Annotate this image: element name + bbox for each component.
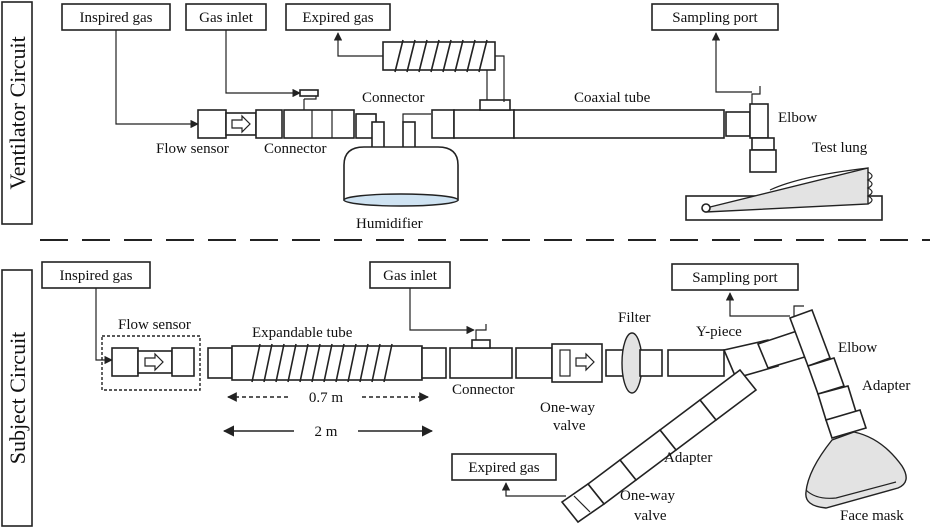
- subj-valve-1-label: One-way: [540, 400, 595, 416]
- svg-text:Sampling port: Sampling port: [692, 270, 778, 286]
- vent-expired-coil: [382, 39, 505, 102]
- subj-sampling-port-box: Sampling port: [671, 263, 799, 291]
- vent-coaxial-tube: [513, 109, 725, 139]
- vent-connector-bottom-label: Connector: [264, 141, 326, 157]
- vent-elbow-label: Elbow: [778, 110, 817, 126]
- subj-face-mask-label: Face mask: [840, 508, 904, 524]
- svg-text:Gas inlet: Gas inlet: [383, 268, 438, 284]
- subj-elbow-label: Elbow: [838, 340, 877, 356]
- vent-coaxial-section: [453, 109, 515, 139]
- svg-text:0.7 m: 0.7 m: [309, 390, 344, 406]
- subj-y-piece-label: Y-piece: [696, 324, 742, 340]
- svg-text:2 m: 2 m: [315, 424, 338, 440]
- subj-expired-arrow: [501, 482, 566, 497]
- subj-connector-label: Connector: [452, 382, 514, 398]
- vent-connector-label: Connector: [362, 90, 424, 106]
- subj-gas-inlet-box: Gas inlet: [369, 261, 451, 289]
- subj-valve-1-label-b: valve: [553, 418, 586, 434]
- subject-title: Subject Circuit: [5, 332, 30, 465]
- subj-inspired-gas-box: Inspired gas: [41, 261, 151, 289]
- vent-elbow: [749, 103, 769, 139]
- vent-inspired-gas-box: Inspired gas: [61, 3, 171, 31]
- svg-text:Inspired gas: Inspired gas: [60, 268, 133, 284]
- subj-inspired-arrow: [95, 288, 113, 365]
- vent-gas-inlet-box: Gas inlet: [185, 3, 267, 31]
- svg-text:Gas inlet: Gas inlet: [199, 10, 254, 26]
- svg-text:Expired gas: Expired gas: [468, 460, 539, 476]
- ventilator-section-label: Ventilator Circuit: [1, 1, 33, 225]
- subj-one-way-valve-1: [515, 343, 603, 383]
- vent-elbow-cap: [725, 111, 751, 137]
- subj-expiratory-limb: [560, 368, 758, 524]
- vent-flow-sensor-label: Flow sensor: [156, 141, 229, 157]
- subj-adapter-right: [816, 385, 868, 439]
- vent-sampling-port-box: Sampling port: [651, 3, 779, 31]
- subj-flow-sensor: [111, 347, 195, 377]
- vent-test-lung: [685, 167, 883, 221]
- vent-humidifier-label: Humidifier: [356, 216, 423, 232]
- subj-expandable-tube: [207, 343, 447, 383]
- subj-y-piece: [667, 328, 810, 379]
- vent-tube-joint: [431, 109, 455, 139]
- subj-face-mask: [805, 431, 907, 509]
- vent-inspired-arrow: [115, 30, 199, 129]
- subj-expandable-label: Expandable tube: [252, 325, 353, 341]
- svg-text:Inspired gas: Inspired gas: [80, 10, 153, 26]
- vent-sampling-arrow: [711, 32, 752, 93]
- subj-gas-inlet-arrow: [409, 288, 475, 335]
- subj-filter: [605, 332, 663, 394]
- subj-flow-sensor-label: Flow sensor: [118, 317, 191, 333]
- subj-elbow: [788, 305, 846, 395]
- subj-valve-2-label-b: valve: [634, 508, 667, 524]
- ventilator-title: Ventilator Circuit: [5, 36, 30, 189]
- vent-gas-inlet-arrow: [225, 30, 301, 98]
- subj-adapter-lower-label: Adapter: [664, 450, 712, 466]
- subj-flow-sensor-box: [101, 335, 201, 391]
- subj-filter-label: Filter: [618, 310, 651, 326]
- subj-sampling-arrow: [725, 292, 790, 317]
- vent-coaxial-label: Coaxial tube: [574, 90, 651, 106]
- svg-text:Sampling port: Sampling port: [672, 10, 758, 26]
- subj-dimension-2m: 2 m: [222, 424, 434, 440]
- vent-humidifier: [343, 113, 459, 207]
- subject-section-label: Subject Circuit: [1, 269, 33, 527]
- subj-connector: [449, 347, 513, 379]
- subj-dimension-07: 0.7 m: [227, 390, 429, 406]
- subj-valve-2-label: One-way: [620, 488, 675, 504]
- vent-expired-gas-box: Expired gas: [285, 3, 391, 31]
- vent-flow-sensor: [197, 109, 283, 139]
- subj-expired-gas-box: Expired gas: [451, 453, 557, 481]
- vent-test-lung-label: Test lung: [812, 140, 868, 156]
- svg-text:Expired gas: Expired gas: [302, 10, 373, 26]
- vent-connector: [283, 109, 355, 139]
- subj-adapter-right-label: Adapter: [862, 378, 910, 394]
